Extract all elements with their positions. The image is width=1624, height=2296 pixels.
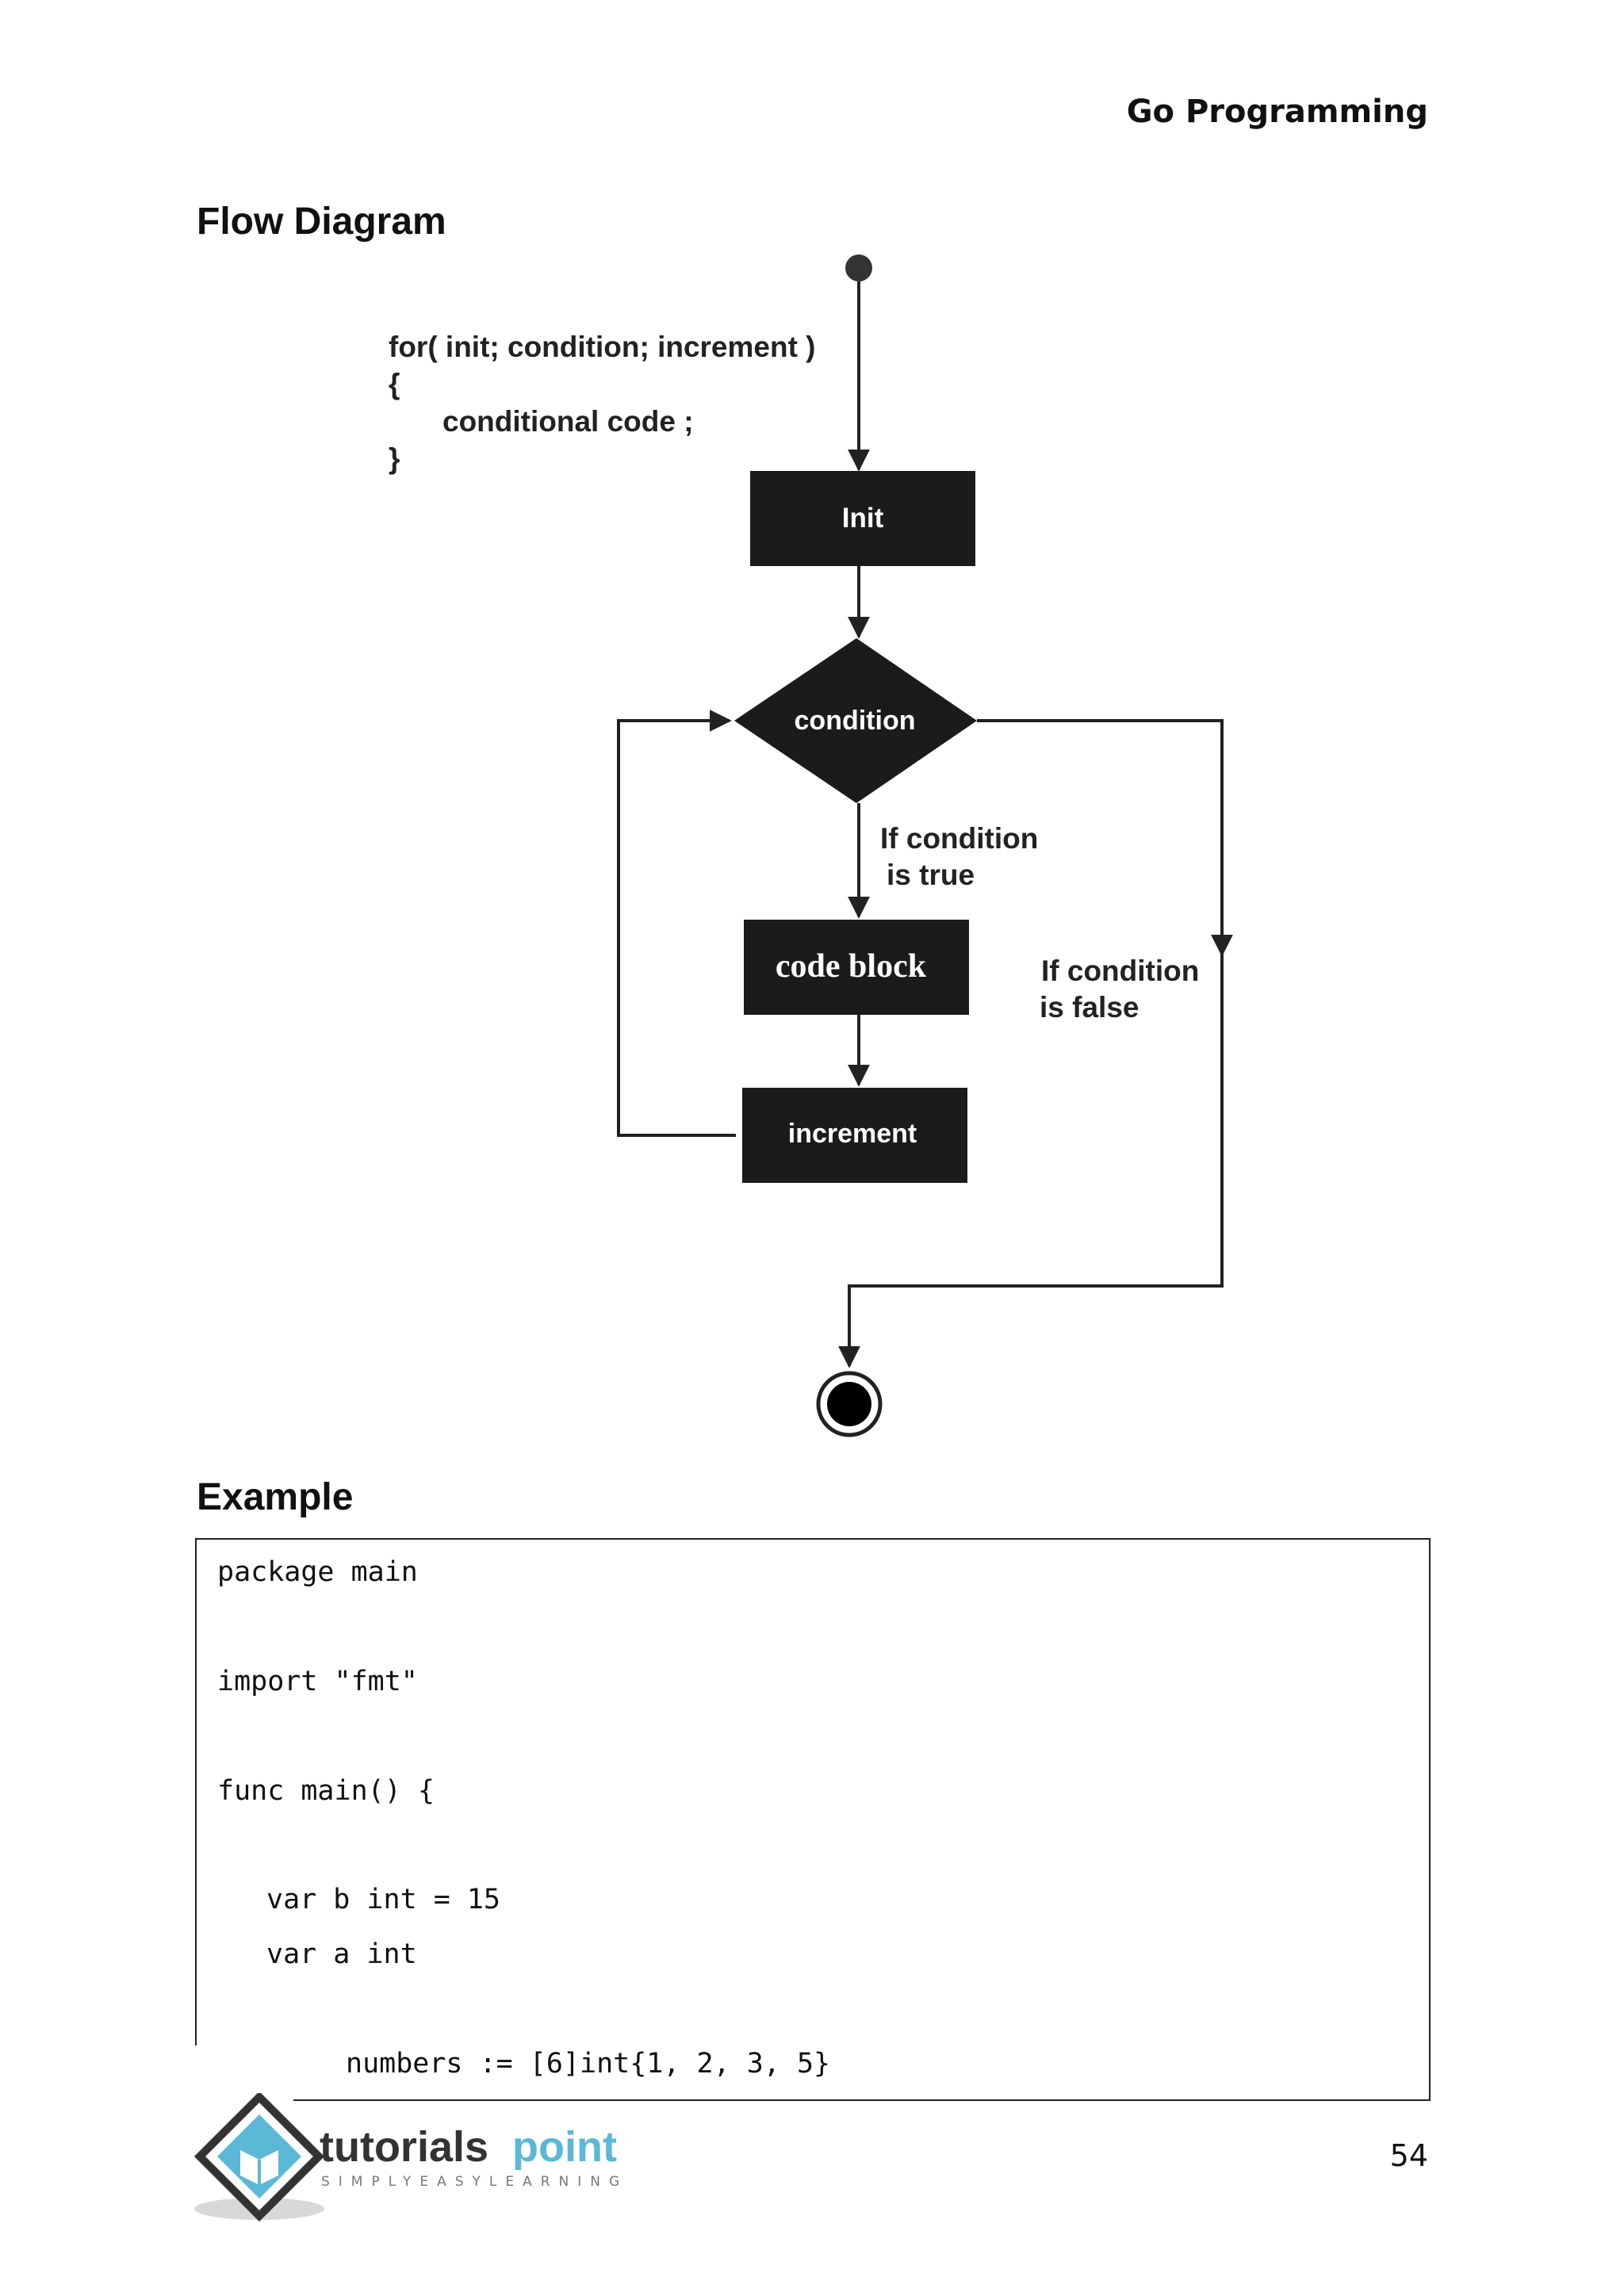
arrow-condition-false (977, 719, 1233, 957)
flow-diagram: for( init; condition; increment ) { cond… (389, 254, 1233, 1437)
page-header-title: Go Programming (1126, 94, 1428, 130)
code-line: func main() { (217, 1775, 435, 1807)
start-node (845, 254, 872, 281)
init-node (750, 471, 975, 566)
syntax-line-1: for( init; condition; increment ) (389, 331, 816, 363)
flow-diagram-heading: Flow Diagram (197, 201, 446, 243)
tutorialspoint-logo: tutorials point SIMPLYEASYLEARNING (194, 2093, 628, 2222)
increment-node (742, 1088, 967, 1183)
arrow-loop-back (617, 710, 736, 1137)
true-label-line-1: If condition (880, 822, 1038, 855)
code-block-node (744, 920, 969, 1015)
code-line: import "fmt" (217, 1666, 418, 1697)
logo-text-secondary: point (512, 2123, 617, 2171)
page-number: 54 (1389, 2138, 1428, 2173)
code-line: var a int (266, 1938, 417, 1970)
false-label-line-2: is false (1040, 991, 1139, 1024)
logo-tagline: SIMPLYEASYLEARNING (321, 2174, 628, 2190)
end-node-inner (827, 1382, 871, 1426)
code-block-label: code block (776, 948, 927, 985)
condition-label: condition (795, 706, 916, 736)
false-label-line-1: If condition (1041, 955, 1199, 987)
syntax-line-2: { (389, 368, 400, 400)
syntax-line-3: conditional code ; (442, 405, 694, 438)
example-heading: Example (197, 1476, 354, 1518)
logo-text-primary: tutorials (320, 2123, 488, 2171)
code-example-box (195, 1538, 1431, 2101)
arrow-false-to-end (838, 955, 1224, 1368)
syntax-line-4: } (389, 442, 400, 475)
true-label-line-2: is true (887, 859, 975, 891)
condition-node (734, 638, 977, 803)
code-line: var b int = 15 (266, 1884, 501, 1915)
logo-diamond-inner (217, 2114, 301, 2198)
increment-label: increment (788, 1119, 917, 1149)
code-box-cutout (190, 2045, 293, 2109)
init-label: Init (842, 503, 884, 534)
code-line: package main (217, 1556, 418, 1588)
code-line: numbers := [6]int{1, 2, 3, 5} (346, 2048, 831, 2080)
